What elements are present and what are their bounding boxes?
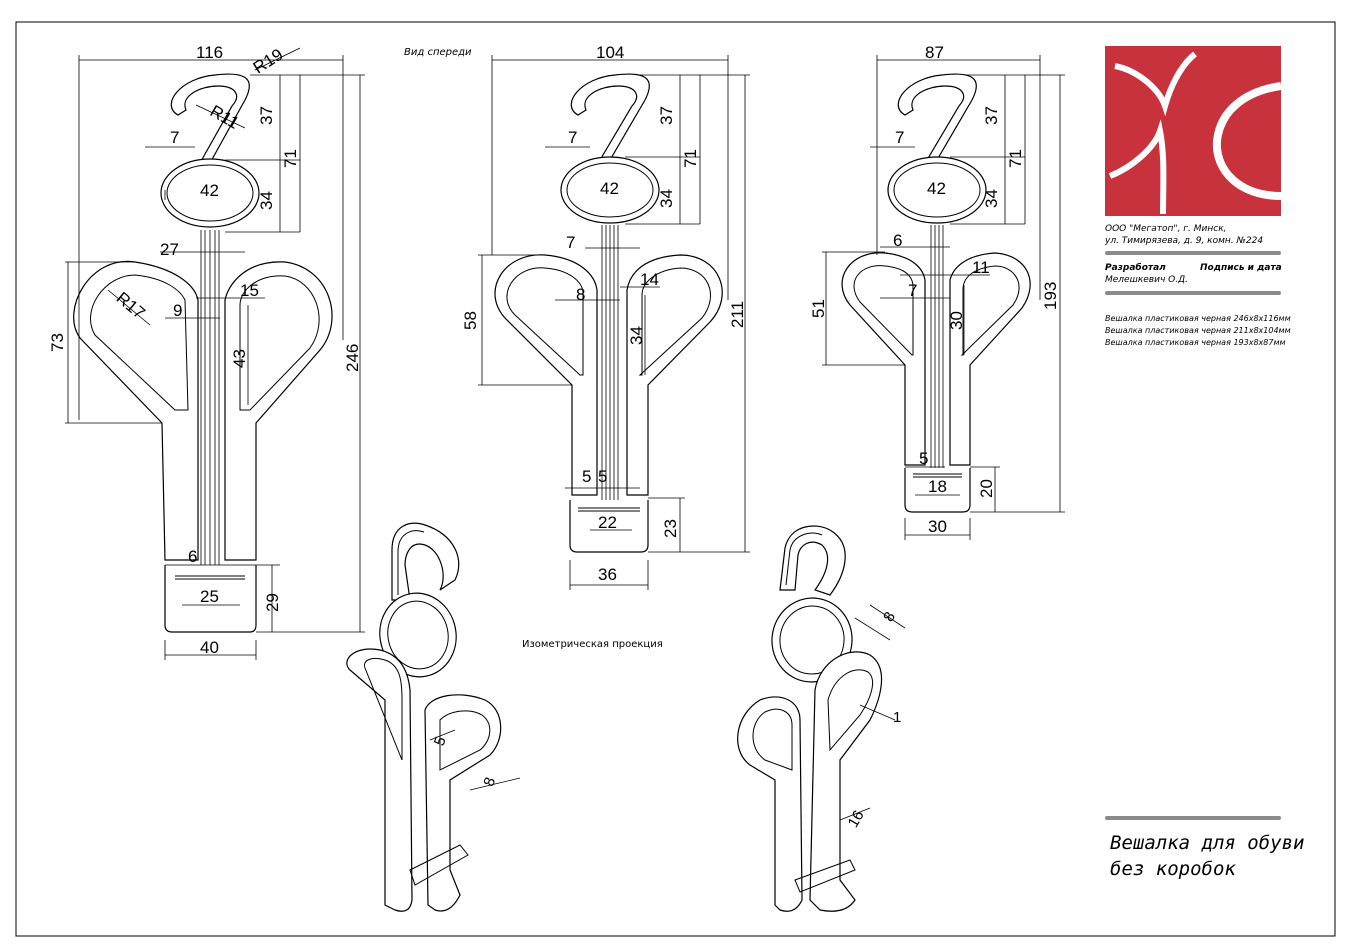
hanger-small-front-view: 87 7 37 71 42 34 6 11 7 51 30 193 5 18 2… (809, 43, 1065, 540)
dim-large-width: 116 (196, 43, 223, 62)
dim-medium-37: 37 (657, 106, 676, 125)
dim-medium-14: 14 (640, 270, 659, 289)
dim-small-11: 11 (972, 258, 990, 277)
hanger-large-front-view: 116 R19 R11 7 37 71 42 34 27 R17 9 15 73… (48, 43, 365, 660)
dim-large-9: 9 (173, 301, 182, 320)
dim-medium-71: 71 (681, 149, 700, 168)
hanger-medium-front-view: 104 7 37 71 42 34 7 8 14 58 34 211 5 5 2… (461, 43, 750, 590)
dim-medium-7: 7 (566, 233, 575, 252)
iso-view-left: 5 8 (346, 522, 521, 912)
dim-large-r19: R19 (250, 45, 287, 78)
spec-line-2: Вешалка пластиковая черная 211х8х104мм (1105, 326, 1291, 335)
dim-large-25: 25 (200, 587, 219, 606)
dim-medium-22: 22 (598, 513, 617, 532)
dim-medium-oval: 42 (600, 179, 619, 198)
dim-small-34: 34 (982, 189, 1001, 208)
dim-large-29: 29 (263, 593, 282, 612)
iso-right-dim-16: 16 (845, 808, 868, 831)
dim-large-hook-gap: 7 (170, 128, 179, 147)
title-block: ООО "Мегатоп", г. Минск, ул. Тимирязева,… (1100, 40, 1304, 920)
dim-small-37: 37 (982, 106, 1001, 125)
dim-medium-211: 211 (728, 301, 747, 328)
logo-mark-icon (1108, 51, 1282, 215)
dim-medium-5a: 5 (582, 467, 591, 486)
dim-medium-hook-gap: 7 (568, 128, 577, 147)
dim-small-5: 5 (919, 449, 928, 468)
iso-view-right: 8 1 16 (737, 525, 906, 912)
dim-small-30: 30 (947, 311, 966, 330)
company-address-line2: ул. Тимирязева, д. 9, комн. №224 (1105, 236, 1264, 246)
iso-right-dim-1: 1 (893, 709, 901, 726)
drawing-title-line1: Вешалка для обуви (1110, 832, 1305, 854)
dim-small-hook-gap: 7 (895, 128, 904, 147)
dim-large-oval: 42 (200, 181, 219, 200)
dim-small-width: 87 (925, 43, 944, 62)
iso-view-label: Изометрическая проекция (522, 639, 663, 650)
dim-large-37: 37 (257, 106, 276, 125)
dim-large-15: 15 (240, 281, 259, 300)
dim-large-246: 246 (343, 344, 362, 372)
developer-name: Мелешкевич О.Д. (1105, 275, 1188, 285)
drawing-title-line2: без коробок (1110, 858, 1236, 880)
dim-small-18: 18 (928, 477, 947, 496)
dim-small-30b: 30 (928, 517, 947, 536)
company-logo (1105, 46, 1282, 216)
dim-medium-8: 8 (576, 285, 585, 304)
dim-small-6: 6 (893, 231, 902, 250)
dim-small-71: 71 (1006, 149, 1025, 168)
dim-medium-5b: 5 (598, 467, 607, 486)
divider-bar-3 (1105, 816, 1281, 820)
sheet-frame (15, 21, 1336, 937)
dim-large-6: 6 (188, 547, 197, 566)
dim-medium-34: 34 (657, 189, 676, 208)
spec-line-3: Вешалка пластиковая черная 193х8х87мм (1105, 338, 1286, 347)
dim-small-51: 51 (809, 299, 828, 318)
dim-large-27: 27 (160, 240, 179, 259)
iso-right-dim-8: 8 (880, 609, 899, 625)
dim-small-7: 7 (908, 281, 917, 300)
dim-small-20: 20 (977, 479, 996, 498)
divider-bar-1 (1105, 251, 1281, 255)
dim-medium-34b: 34 (627, 326, 646, 345)
dim-small-193: 193 (1041, 282, 1060, 310)
dim-medium-width: 104 (596, 43, 624, 62)
divider-bar-2 (1105, 291, 1281, 295)
dim-large-34: 34 (257, 191, 276, 210)
dim-large-73: 73 (48, 333, 67, 352)
dim-medium-23: 23 (661, 519, 680, 538)
company-address-line1: ООО "Мегатоп", г. Минск, (1105, 224, 1227, 234)
dim-large-43: 43 (230, 349, 249, 368)
dim-small-oval: 42 (927, 179, 946, 198)
dim-medium-58: 58 (461, 311, 480, 330)
signature-label: Подпись и дата (1200, 263, 1282, 273)
dim-large-71: 71 (281, 149, 300, 168)
dim-large-40: 40 (200, 638, 219, 657)
front-view-label: Вид спереди (404, 47, 472, 58)
dim-medium-36: 36 (598, 565, 617, 584)
spec-line-1: Вешалка пластиковая черная 246х8х116мм (1105, 314, 1291, 323)
developer-label: Разработал (1105, 263, 1166, 273)
